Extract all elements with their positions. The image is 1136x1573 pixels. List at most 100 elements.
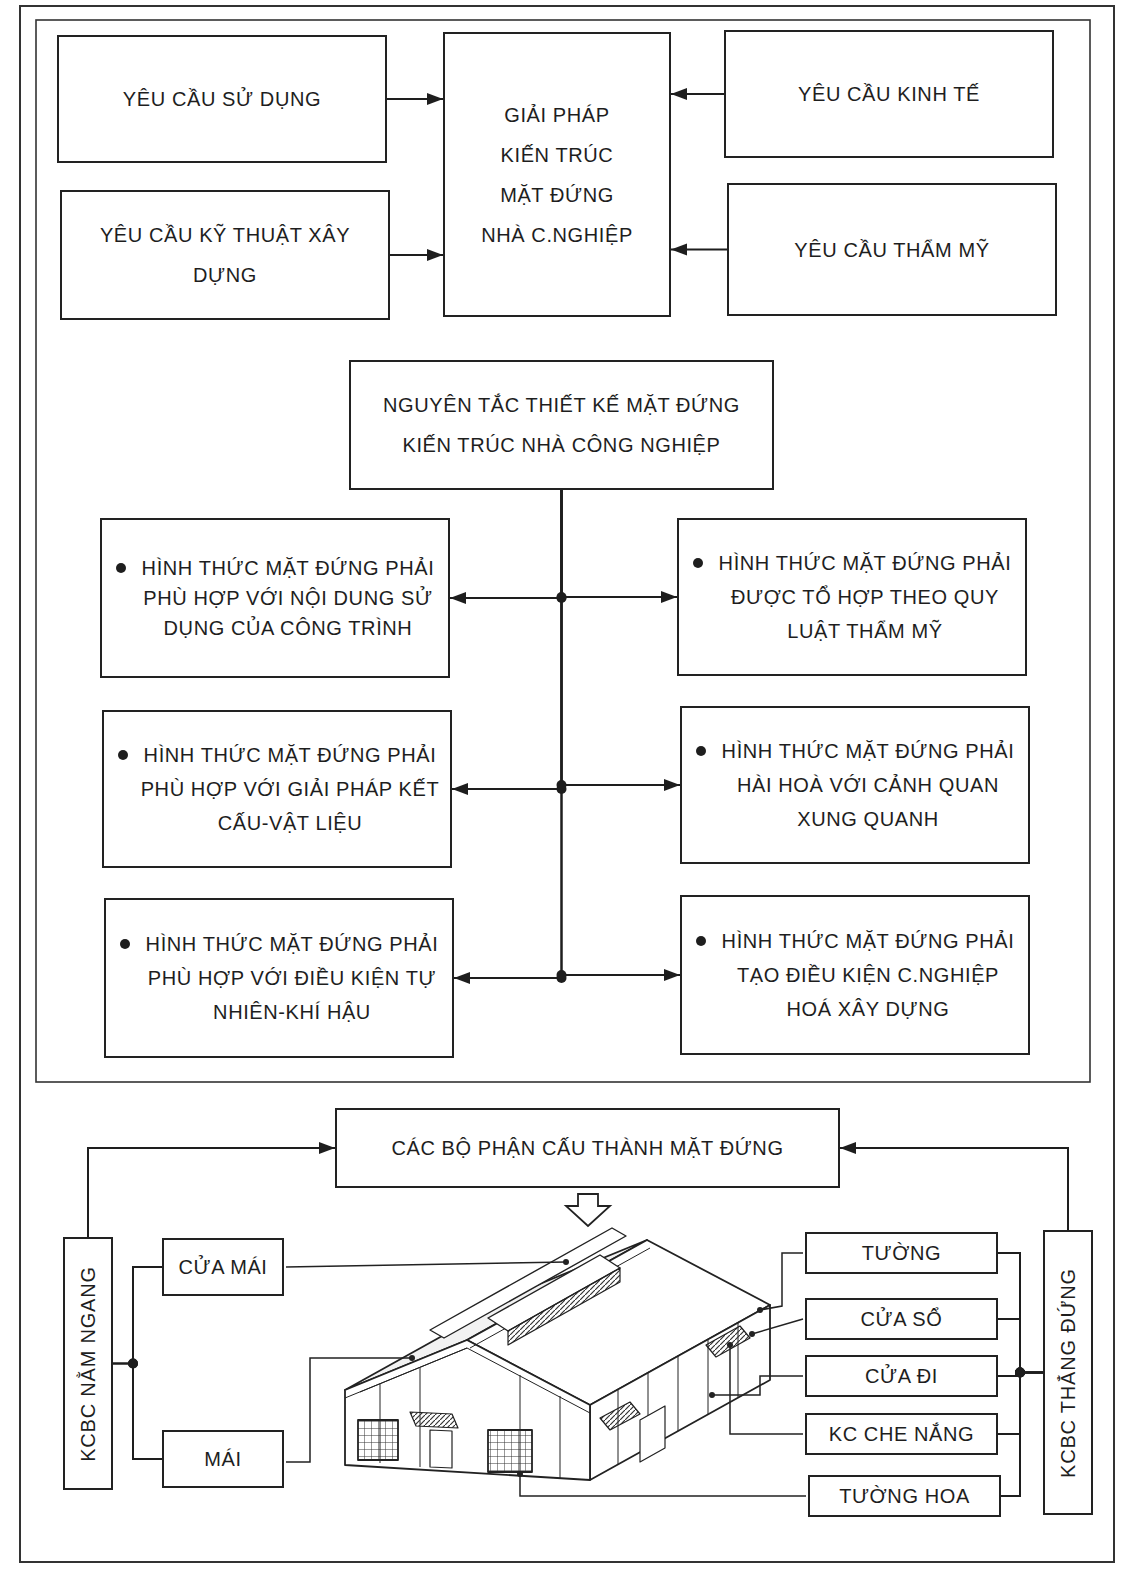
process-box: GIẢI PHÁP KIẾN TRÚC MẶT ĐỨNG NHÀ C.NGHIỆ… [443,32,671,317]
node-label: HÌNH THỨC MẶT ĐỨNG PHẢI PHÙ HỢP VỚI NỘI … [138,553,438,643]
arrow-head [664,779,680,791]
connector [454,490,567,984]
hollow-arrow [566,1194,610,1226]
junction-dot [1015,1368,1025,1378]
node-label: KCBC NẰM NGANG [76,1266,100,1462]
connector [450,490,567,604]
connector-line [452,490,562,789]
principle-box: HÌNH THỨC MẶT ĐỨNG PHẢI PHÙ HỢP VỚI ĐIỀU… [104,898,454,1058]
connector-line [562,490,681,785]
node-label: HÌNH THỨC MẶT ĐỨNG PHẢI HÀI HOÀ VỚI CẢNH… [718,734,1018,836]
process-box: TƯỜNG [805,1232,998,1274]
connector [671,88,724,100]
arrow-head [664,969,680,981]
junction-dot [128,1359,138,1369]
process-box: KC CHE NẮNG [805,1413,998,1455]
connector [557,490,681,791]
connector-line [840,1148,1068,1230]
connector [88,1142,335,1237]
connector-line [113,1364,162,1460]
bullet-dot [693,558,703,568]
node-label: HÌNH THỨC MẶT ĐỨNG PHẢI TẠO ĐIỀU KIỆN C.… [718,924,1018,1026]
connector [840,1142,1068,1230]
node-label: NGUYÊN TẮC THIẾT KẾ MẶT ĐỨNG KIẾN TRÚC N… [365,385,758,465]
junction-dot [1015,1368,1025,1378]
connector [452,490,567,795]
arrow-head [454,972,470,984]
node-label: KCBC THẲNG ĐỨNG [1056,1268,1080,1478]
node-label: YÊU CẦU KỸ THUẬT XÂY DỰNG [70,215,380,295]
vertical-group-box: KCBC NẰM NGANG [63,1237,113,1490]
principle-box: HÌNH THỨC MẶT ĐỨNG PHẢI TẠO ĐIỀU KIỆN C.… [680,895,1030,1055]
node-label: CỬA ĐI [815,1363,988,1389]
node-label: TƯỜNG [815,1240,988,1266]
node-label: TƯỜNG HOA [818,1483,991,1509]
bullet-dot [120,939,130,949]
process-box: CỬA SỔ [805,1298,998,1340]
principle-box: HÌNH THỨC MẶT ĐỨNG PHẢI PHÙ HỢP VỚI NỘI … [100,518,450,678]
principle-box: HÌNH THỨC MẶT ĐỨNG PHẢI PHÙ HỢP VỚI GIẢI… [102,710,452,868]
process-box: YÊU CẦU KINH TẾ [724,30,1054,158]
process-box: YÊU CẦU KỸ THUẬT XÂY DỰNG [60,190,390,320]
bullet-dot [696,746,706,756]
connector-line [88,1148,335,1237]
process-box: MÁI [162,1430,284,1488]
connector-line [562,490,681,975]
connector [998,1253,1043,1378]
arrow-head [450,592,466,604]
node-label: YÊU CẦU THẨM MỸ [737,235,1047,265]
junction-dot [1015,1368,1025,1378]
arrow-head [671,244,687,256]
bullet-dot [116,563,126,573]
process-box: CỬA MÁI [162,1238,284,1296]
bullet-dot [696,936,706,946]
process-box: NGUYÊN TẮC THIẾT KẾ MẶT ĐỨNG KIẾN TRÚC N… [349,360,774,490]
connector [998,1319,1043,1378]
junction-dot [1015,1368,1025,1378]
arrow-head [671,88,687,100]
process-box: YÊU CẦU SỬ DỤNG [57,35,387,163]
principle-box: HÌNH THỨC MẶT ĐỨNG PHẢI HÀI HOÀ VỚI CẢNH… [680,706,1030,864]
node-label: CÁC BỘ PHẬN CẤU THÀNH MẶT ĐỨNG [345,1133,830,1163]
node-label: YÊU CẦU KINH TẾ [734,79,1044,109]
connector [671,244,727,256]
connector-line [998,1253,1043,1373]
leader-dots [409,1259,763,1477]
node-label: GIẢI PHÁP KIẾN TRÚC MẶT ĐỨNG NHÀ C.NGHIỆ… [481,95,633,255]
connector [557,490,681,981]
arrow-head [427,93,443,105]
arrow-head [452,783,468,795]
connector [113,1359,162,1460]
page-frame [20,6,1114,1562]
vertical-group-box: KCBC THẲNG ĐỨNG [1043,1230,1093,1515]
connector-line [454,490,562,978]
node-label: KC CHE NẮNG [815,1421,988,1447]
node-label: HÌNH THỨC MẶT ĐỨNG PHẢI ĐƯỢC TỔ HỢP THEO… [715,546,1015,648]
arrow-head [840,1142,856,1154]
node-label: HÌNH THỨC MẶT ĐỨNG PHẢI PHÙ HỢP VỚI ĐIỀU… [142,927,442,1029]
arrow-head [661,591,677,603]
connector [1001,1368,1043,1497]
process-box: YÊU CẦU THẨM MỸ [727,183,1057,316]
connector [387,93,443,105]
junction-dot [1015,1368,1025,1378]
arrow-head [427,249,443,261]
junction-dot [557,970,567,980]
connector-line [1001,1373,1043,1497]
process-box: TƯỜNG HOA [808,1475,1001,1517]
connector-line [998,1319,1043,1373]
node-label: MÁI [172,1446,274,1472]
junction-dot [128,1359,138,1369]
bullet-dot [118,750,128,760]
connector [113,1267,162,1369]
connector-line [450,490,562,598]
node-label: CỬA SỔ [815,1306,988,1332]
factory-building [345,1228,770,1480]
connector-line [562,490,678,597]
connector [390,249,443,261]
node-label: YÊU CẦU SỬ DỤNG [67,84,377,114]
arrow-head [319,1142,335,1154]
connector [557,490,678,603]
node-label: HÌNH THỨC MẶT ĐỨNG PHẢI PHÙ HỢP VỚI GIẢI… [140,738,440,840]
